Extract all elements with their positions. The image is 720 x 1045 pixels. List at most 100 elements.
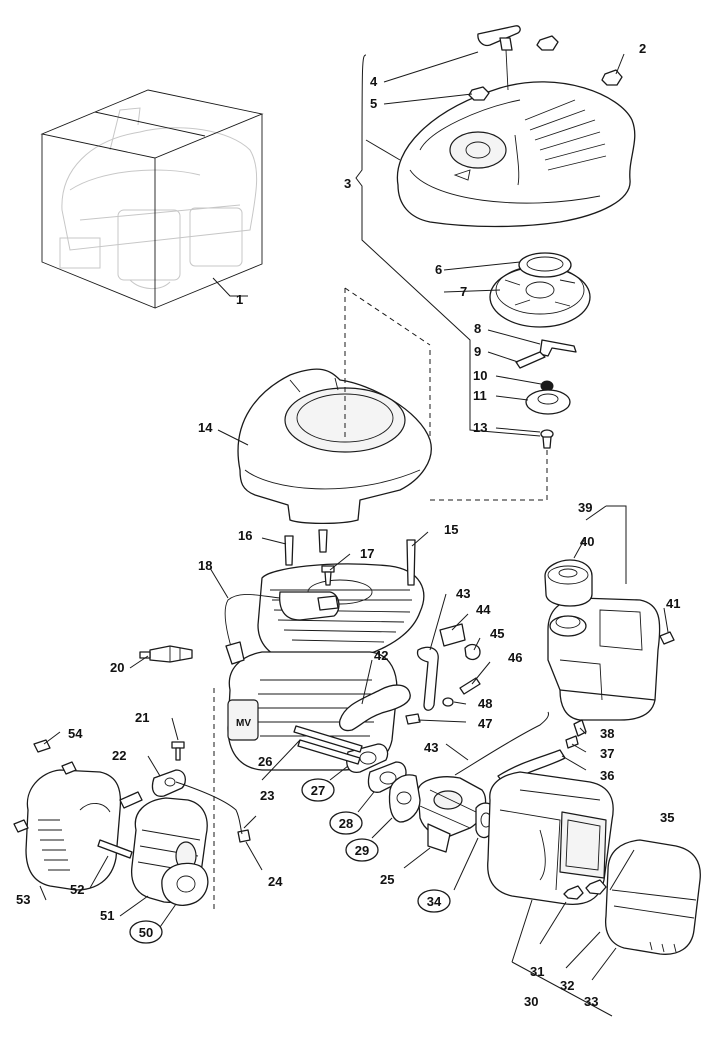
label-43b: 43 — [424, 740, 438, 755]
leader-lines — [39, 51, 669, 981]
label-46: 46 — [508, 650, 522, 665]
label-1: 1 — [236, 292, 243, 307]
muffler-gasket-50 — [161, 862, 209, 906]
label-32: 31 — [530, 964, 544, 979]
label-22: 22 — [112, 748, 126, 763]
muffler-guard-53 — [25, 769, 143, 891]
label-8: 8 — [474, 321, 481, 336]
circled-label-27: 27 — [301, 778, 335, 802]
svg-text:27: 27 — [311, 783, 325, 798]
ratchet-pawl — [515, 339, 577, 369]
screw-47 — [405, 713, 421, 725]
screw-21 — [171, 741, 185, 761]
label-16: 16 — [238, 528, 252, 543]
label-44: 44 — [476, 602, 491, 617]
label-33: 32 — [560, 978, 574, 993]
flywheel-axis-line — [344, 288, 431, 440]
label-40: 40 — [580, 534, 594, 549]
label-42: 42 — [374, 648, 388, 663]
blower-housing — [237, 368, 432, 525]
clip-45 — [464, 643, 481, 661]
label-52: 52 — [70, 882, 84, 897]
nut-35 — [563, 879, 607, 900]
label-5: 5 — [370, 96, 377, 111]
fuel-pipe-42 — [338, 684, 411, 732]
label-41: 41 — [666, 596, 680, 611]
label-23: 23 — [260, 788, 274, 803]
label-54: 54 — [68, 726, 83, 741]
bolt-17 — [321, 565, 335, 586]
label-4: 4 — [370, 74, 378, 89]
label-18: 18 — [198, 558, 212, 573]
stud-15 — [406, 539, 416, 586]
stud-52 — [97, 839, 133, 859]
cable-23 — [175, 781, 243, 835]
air-filter-cover-33 — [604, 839, 701, 955]
bracket-24 — [237, 829, 251, 843]
label-3: 3 — [344, 176, 351, 191]
label-31: 30 — [524, 994, 538, 1009]
label-25: 25 — [380, 872, 394, 887]
heat-shield-22 — [151, 769, 187, 797]
label-2: 2 — [639, 41, 646, 56]
recoil-starter-cover — [396, 81, 636, 228]
label-17: 17 — [360, 546, 374, 561]
label-26: 26 — [258, 754, 272, 769]
label-6: 6 — [435, 262, 442, 277]
circled-label-29: 29 — [345, 838, 379, 862]
label-14: 14 — [198, 420, 213, 435]
label-13: 13 — [473, 420, 487, 435]
label-39: 39 — [578, 500, 592, 515]
starter-axis-line — [430, 450, 548, 501]
label-10: 10 — [473, 368, 487, 383]
svg-text:29: 29 — [355, 843, 369, 858]
label-53: 53 — [16, 892, 30, 907]
gasket-29 — [388, 774, 421, 823]
label-9: 9 — [474, 344, 481, 359]
label-51: 51 — [100, 908, 114, 923]
label-36: 36 — [600, 768, 614, 783]
label-37: 37 — [600, 746, 614, 761]
label-20: 20 — [110, 660, 124, 675]
starter-cup-11 — [525, 389, 571, 415]
stud-26 — [293, 725, 363, 765]
circled-label-28: 28 — [329, 811, 363, 835]
label-38: 38 — [600, 726, 614, 741]
air-filter-element-32 — [559, 811, 607, 879]
label-7: 7 — [460, 284, 467, 299]
label-11: 11 — [473, 388, 487, 403]
screw-54 — [13, 739, 77, 833]
label-48: 48 — [478, 696, 492, 711]
label-43a: 43 — [456, 586, 470, 601]
svg-text:50: 50 — [139, 925, 153, 940]
label-35: 35 — [660, 810, 674, 825]
label-21: 21 — [135, 710, 149, 725]
svg-text:34: 34 — [427, 894, 442, 909]
svg-text:28: 28 — [339, 816, 353, 831]
fuel-tank — [547, 597, 661, 721]
group-bracket-3 — [355, 54, 541, 437]
engine-block: MV — [227, 563, 425, 771]
clamp-37 — [565, 735, 579, 749]
governor-link-43 — [416, 646, 439, 711]
carburettor — [417, 776, 487, 853]
label-15: 15 — [444, 522, 458, 537]
ignition-coil — [224, 591, 340, 665]
circled-label-50: 50 — [129, 920, 163, 944]
starter-handle — [477, 25, 521, 91]
starter-pulley-assembly — [489, 252, 591, 328]
bolt-16 — [284, 529, 328, 566]
spark-plug — [139, 645, 193, 663]
spring-46 — [459, 677, 481, 695]
label-34: 33 — [584, 994, 598, 1009]
nut-5 — [468, 86, 490, 101]
part-labels: 1 2 3 4 5 6 7 8 9 10 11 13 14 15 16 17 1… — [16, 41, 680, 1009]
group-bracket-31 — [511, 899, 613, 1017]
nut-2 — [536, 35, 623, 86]
label-24: 24 — [268, 874, 283, 889]
bolt-13 — [540, 429, 554, 449]
circled-labels: 27 28 29 34 50 — [129, 778, 451, 944]
washer-48 — [442, 697, 454, 707]
circled-label-30: 34 — [417, 889, 451, 913]
